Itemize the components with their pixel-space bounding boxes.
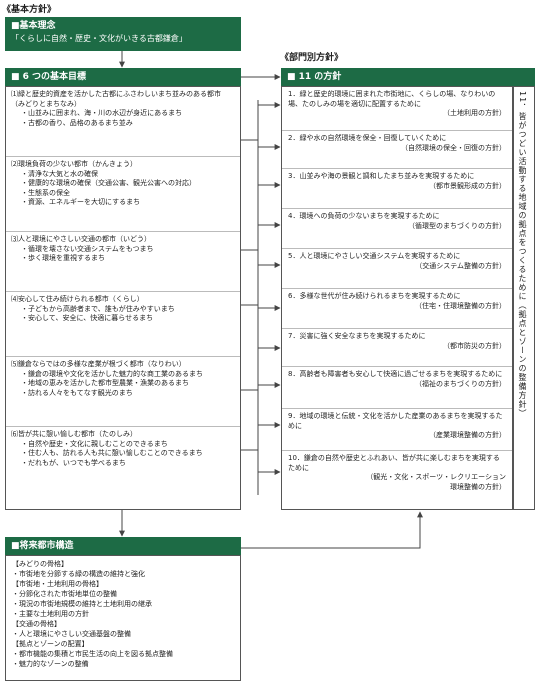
policy-category: （土地利用の方針） [443,109,506,117]
policy-item: 2．緑や水の自然環境を保全・回復していくために（自然環境の保全・回復の方針） [282,131,512,169]
basic-idea-title: ■基本理念 [11,21,56,31]
policy-item: 6．多様な世代が住み続けられるまちを実現するために（住宅・住環境整備の方針） [282,289,512,329]
policy-text: 2．緑や水の自然環境を保全・回復していくために [288,134,447,142]
arrow-structure-to-policies [241,511,423,549]
structure-line: ・主要な土地利用の方針 [12,610,89,618]
goal-point: ・訪れる人々をもてなす観光のまち [21,388,133,397]
policy-item: 7．災害に強く安全なまちを実現するために （都市防災の方針） [282,329,512,367]
policy-text: 5．人と環境にやさしい交通システムを実現するために [288,252,461,260]
policy-item: 4．環境への負荷の少ないまちを実現するために（循環型のまちづくりの方針） [282,209,512,249]
goal-section: ⑹皆が共に憩い愉しむ都市（たのしみ）・自然や歴史・文化に親しむことのできるまち・… [6,427,240,511]
goal-section: ⑴緑と歴史的資産を活かした古都にふさわしいまち並みのある都市（みどりとまちなみ）… [6,87,240,157]
sectoral-policy-heading: 《部門別方針》 [280,53,344,63]
goal-title: ⑴緑と歴史的資産を活かした古都にふさわしいまち並みのある都市 [11,90,221,98]
policy-category: （住宅・住環境整備の方針） [415,301,506,310]
goal-point: ・古都の香り、品格のあるまち並み [21,118,133,127]
structure-header: ■将来都市構造 [5,537,241,555]
goal-section: ⑵環境負荷の少ない都市（かんきょう）・清浄な大気と水の確保・健康的な環境の確保（… [6,157,240,232]
goal-point: ・清浄な大気と水の確保 [21,169,98,178]
policies-frame: 1．緑と歴史的環境に囲まれた市街地に、くらしの場、なりわいの場、たのしみの場を適… [281,86,513,510]
goal-point: ・生態系の保全 [21,188,70,197]
policy-text: 7．災害に強く安全なまちを実現するために [288,332,426,340]
basic-idea-subtitle: 「くらしに自然・歴史・文化がいきる古都鎌倉」 [11,34,187,43]
policy-text: 4．環境への負荷の少ないまちを実現するために [288,212,440,220]
structure-line: 【交通の骨格】 [12,620,61,628]
structure-line: ・分節化された市街地単位の整備 [12,590,117,598]
policy-item: 5．人と環境にやさしい交通システムを実現するために（交通システム整備の方針） [282,249,512,289]
structure-line: 【拠点とゾーンの配置】 [12,640,89,648]
policy-category: （福祉のまちづくりの方針） [415,379,506,388]
goal-point: ・子どもから高齢者まで、誰もが住みやすいまち [21,304,175,313]
goal-title: ⑶人と環境にやさしい交通の都市（いどう） [11,235,151,243]
policy-text: 9．地域の環境と伝統・文化を活かした産業のあるまちを実現するために [288,412,503,430]
goal-section: ⑸鎌倉ならではの多様な産業が根づく都市（なりわい）・鎌倉の環境や文化を活かした魅… [6,357,240,427]
structure-line: ・都市機能の集積と市民生活の向上を図る拠点整備 [12,650,173,658]
policy-category: （都市防災の方針） [443,341,506,350]
policy-category: （観光・文化・スポーツ・レクリエーション 環境整備の方針） [366,473,506,491]
policy-category: （交通システム整備の方針） [415,261,506,270]
structure-line: 【市街地・土地利用の骨格】 [12,580,103,588]
goal-section: ⑶人と環境にやさしい交通の都市（いどう）・循環を壊さない交通システムをもつまち・… [6,232,240,292]
policy-category: （循環型のまちづくりの方針） [408,221,506,230]
structure-line: 【みどりの骨格】 [12,560,68,568]
structure-list: 【みどりの骨格】・市街地を分節する緑の構造の維持と強化【市街地・土地利用の骨格】… [6,556,240,672]
goal-point: ・住む人も、訪れる人も共に憩い愉しむことのできるまち [21,449,203,457]
goal-point: ・健康的な環境の確保（交通公害、観光公害への対応） [21,179,196,187]
goal-title: ⑹皆が共に憩い愉しむ都市（たのしみ） [11,430,137,438]
goal-point: ・循環を壊さない交通システムをもつまち [21,244,154,253]
policy-text: 10．鎌倉の自然や歴史とふれあい、皆が共に楽しむまちを実現するために [288,454,500,472]
structure-line: ・人と環境にやさしい交通基盤の整備 [12,630,131,638]
goal-subtitle: （みどりとまちなみ） [11,99,81,108]
goal-point: ・安心して、安全に、快適に暮らせるまち [21,314,154,322]
goals-header: ■ 6 つの基本目標 [5,68,241,86]
policy-text: 8．高齢者も障害者も安心して快適に過ごせるまちを実現するために [288,370,503,378]
goal-point: ・鎌倉の環境や文化を活かした魅力的な商工業のあるまち [21,369,203,378]
goal-point: ・だれもが、いつでも学べるまち [21,458,126,467]
policy-item: 10．鎌倉の自然や歴史とふれあい、皆が共に楽しむまちを実現するために（観光・文化… [282,451,512,509]
structure-line: ・現況の市街地規模の維持と土地利用の継承 [12,600,152,608]
goal-title: ⑷安心して住み続けられる都市（くらし） [11,295,144,303]
goal-point: ・歩く環境を重視するまち [21,254,105,262]
goals-frame: ⑴緑と歴史的資産を活かした古都にふさわしいまち並みのある都市（みどりとまちなみ）… [5,86,241,510]
policy-item: 9．地域の環境と伝統・文化を活かした産業のあるまちを実現するために（産業環境整備… [282,409,512,451]
goal-title: ⑵環境負荷の少ない都市（かんきょう） [11,160,137,168]
policy-category: （産業環境整備の方針） [429,431,506,439]
goal-section: ⑷安心して住み続けられる都市（くらし）・子どもから高齢者まで、誰もが住みやすいま… [6,292,240,357]
structure-line: ・魅力的なゾーンの整備 [12,660,89,668]
policy-text: 1．緑と歴史的環境に囲まれた市街地に、くらしの場、なりわいの場、たのしみの場を適… [288,90,496,108]
policy-text: 6．多様な世代が住み続けられるまちを実現するために [288,292,461,300]
goal-point: ・山並みに囲まれ、海・川の水辺が身近にあるまち [21,109,183,117]
policy-11-label: 11．皆がつどい活動する地域の拠点をつくるために（拠点とゾーンの整備方針） [518,91,527,419]
structure-line: ・市街地を分節する緑の構造の維持と強化 [12,570,145,578]
policy-item: 3．山並みや海の景観と調和したまち並みを実現するために（都市景観形成の方針） [282,169,512,209]
goal-point: ・自然や歴史・文化に親しむことのできるまち [21,439,168,448]
structure-frame: 【みどりの骨格】・市街地を分節する緑の構造の維持と強化【市街地・土地利用の骨格】… [5,555,241,681]
basic-policy-heading: 《基本方針》 [2,5,57,15]
policy-category: （自然環境の保全・回復の方針） [401,143,506,152]
policies-header: ■ 11 の方針 [281,68,535,86]
goal-point: ・資源、エネルギーを大切にするまち [21,198,141,206]
goal-title: ⑸鎌倉ならではの多様な産業が根づく都市（なりわい） [11,360,186,368]
basic-idea-box: ■基本理念 「くらしに自然・歴史・文化がいきる古都鎌倉」 [5,17,241,51]
policy-category: （都市景観形成の方針） [429,181,506,190]
policy-text: 3．山並みや海の景観と調和したまち並みを実現するために [288,172,475,180]
policy-11-box: 11．皆がつどい活動する地域の拠点をつくるために（拠点とゾーンの整備方針） [513,86,535,510]
policy-item: 1．緑と歴史的環境に囲まれた市街地に、くらしの場、なりわいの場、たのしみの場を適… [282,87,512,131]
goal-point: ・地域の恵みを活かした都市型農業・漁業のあるまち [21,379,189,387]
policy-item: 8．高齢者も障害者も安心して快適に過ごせるまちを実現するために（福祉のまちづくり… [282,367,512,409]
